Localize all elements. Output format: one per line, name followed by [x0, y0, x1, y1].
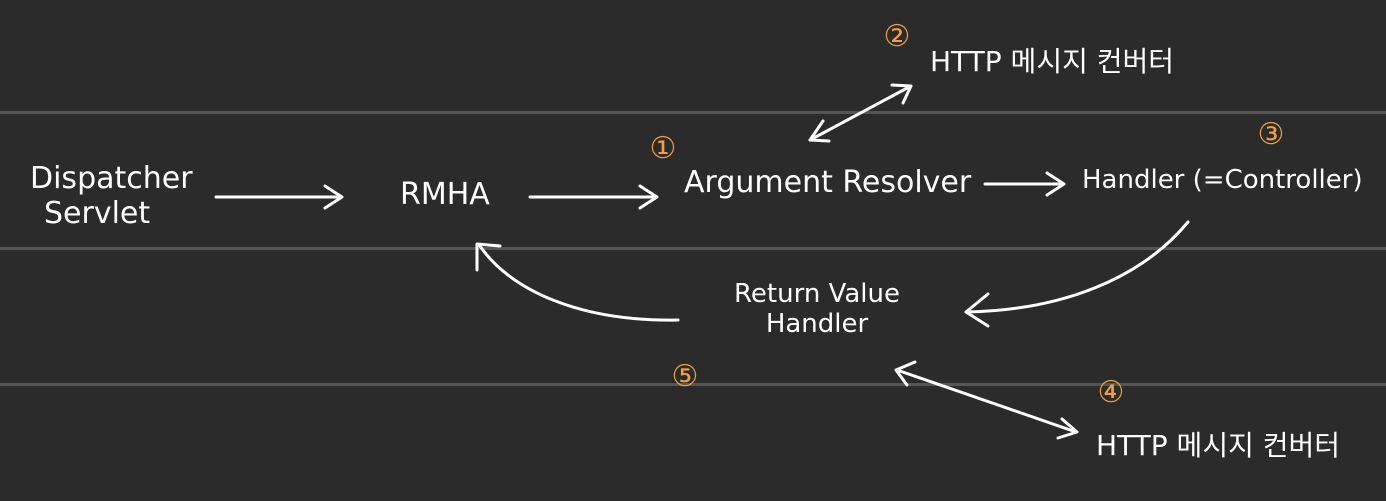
- handler-label: Handler (=Controller): [1082, 165, 1363, 195]
- arrow-rmha-to-argument-resolver: [528, 184, 659, 210]
- step-2-marker: ②: [883, 19, 911, 54]
- return-value-handler-line1: Return Value: [734, 279, 900, 309]
- http-converter-bottom-label: HTTP 메시지 컨버터: [1096, 429, 1341, 462]
- ruled-line: [0, 247, 1386, 250]
- ruled-line: [0, 383, 1386, 386]
- arrow-argument-resolver-converter-top: [808, 83, 913, 143]
- return-value-handler-line2: Handler: [765, 308, 869, 339]
- http-converter-top-label: HTTP 메시지 컨버터: [930, 45, 1175, 78]
- dispatcher-servlet-label: Dispatcher Servlet: [30, 161, 193, 231]
- rmha-label: RMHA: [400, 177, 490, 212]
- argument-resolver-label: Argument Resolver: [684, 165, 972, 200]
- ruled-line: [0, 111, 1386, 114]
- arrow-handler-to-return-value-handler: [964, 220, 1190, 328]
- arrow-argument-resolver-to-handler: [983, 171, 1066, 197]
- arrow-return-value-handler-to-rmha: [475, 242, 680, 322]
- dispatcher-servlet-line2: Servlet: [44, 195, 151, 231]
- step-3-marker: ③: [1257, 117, 1285, 152]
- arrow-dispatcher-to-rmha: [214, 184, 344, 210]
- dispatcher-servlet-line1: Dispatcher: [30, 161, 193, 196]
- return-value-handler-label: Return Value Handler: [722, 279, 912, 340]
- step-1-marker: ①: [649, 131, 677, 166]
- step-5-marker: ⑤: [671, 359, 699, 394]
- arrow-return-value-handler-converter-bottom: [894, 360, 1079, 440]
- step-4-marker: ④: [1097, 375, 1125, 410]
